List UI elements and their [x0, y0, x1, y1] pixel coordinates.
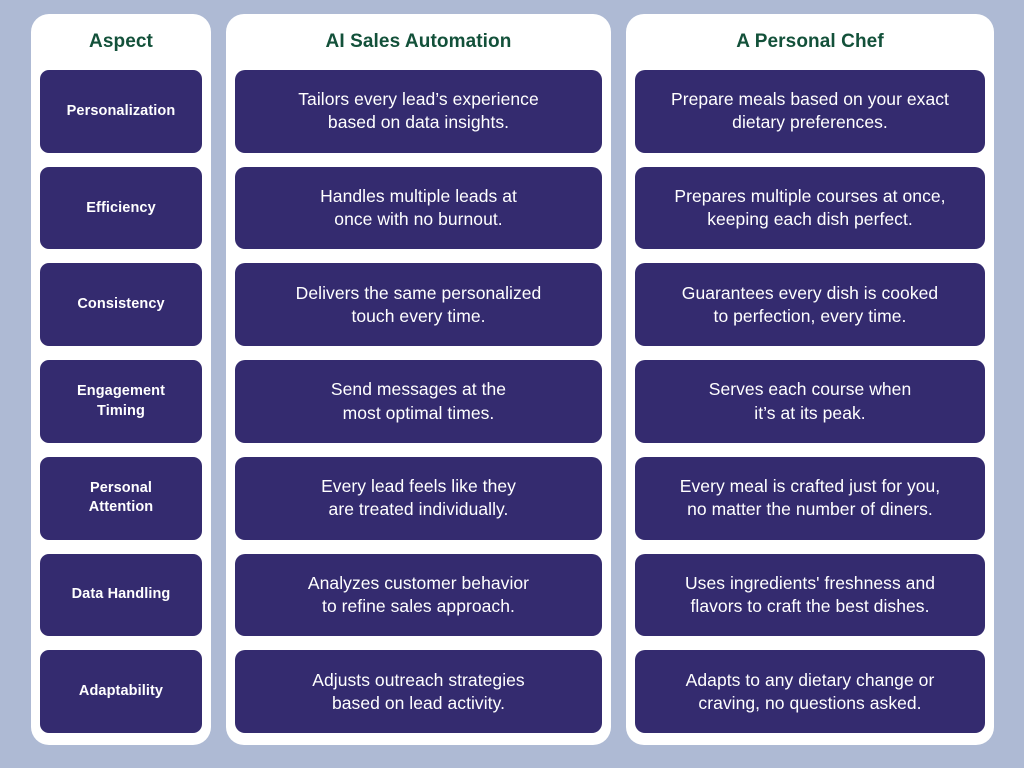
cell-list-aspect: Personalization Efficiency Consistency E…: [40, 70, 202, 734]
detail-cell: Tailors every lead’s experience based on…: [235, 70, 602, 153]
cell-list-ai-sales-automation: Tailors every lead’s experience based on…: [235, 70, 602, 734]
aspect-cell: Engagement Timing: [40, 360, 202, 443]
aspect-cell: Adaptability: [40, 650, 202, 734]
column-header-aspect: Aspect: [89, 31, 153, 52]
detail-cell: Analyzes customer behavior to refine sal…: [235, 553, 602, 637]
detail-cell: Prepare meals based on your exact dietar…: [635, 70, 985, 153]
column-header-ai-sales-automation: AI Sales Automation: [325, 31, 512, 52]
detail-cell: Serves each course when it’s at its peak…: [635, 360, 985, 443]
detail-cell: Delivers the same personalized touch eve…: [235, 263, 602, 347]
aspect-cell: Efficiency: [40, 166, 202, 250]
aspect-cell: Data Handling: [40, 553, 202, 637]
detail-cell: Every lead feels like they are treated i…: [235, 456, 602, 540]
detail-cell: Prepares multiple courses at once, keepi…: [635, 166, 985, 250]
aspect-cell: Consistency: [40, 263, 202, 347]
aspect-cell: Personal Attention: [40, 456, 202, 540]
detail-cell: Adapts to any dietary change or craving,…: [635, 650, 985, 734]
column-header-personal-chef: A Personal Chef: [736, 31, 884, 52]
detail-cell: Guarantees every dish is cooked to perfe…: [635, 263, 985, 347]
detail-cell: Uses ingredients' freshness and flavors …: [635, 553, 985, 637]
column-aspect: Aspect Personalization Efficiency Consis…: [31, 14, 211, 745]
cell-list-personal-chef: Prepare meals based on your exact dietar…: [635, 70, 985, 734]
detail-cell: Every meal is crafted just for you, no m…: [635, 456, 985, 540]
column-ai-sales-automation: AI Sales Automation Tailors every lead’s…: [226, 14, 611, 745]
detail-cell: Send messages at the most optimal times.: [235, 360, 602, 443]
aspect-cell: Personalization: [40, 70, 202, 153]
column-personal-chef: A Personal Chef Prepare meals based on y…: [626, 14, 994, 745]
detail-cell: Handles multiple leads at once with no b…: [235, 166, 602, 250]
detail-cell: Adjusts outreach strategies based on lea…: [235, 650, 602, 734]
